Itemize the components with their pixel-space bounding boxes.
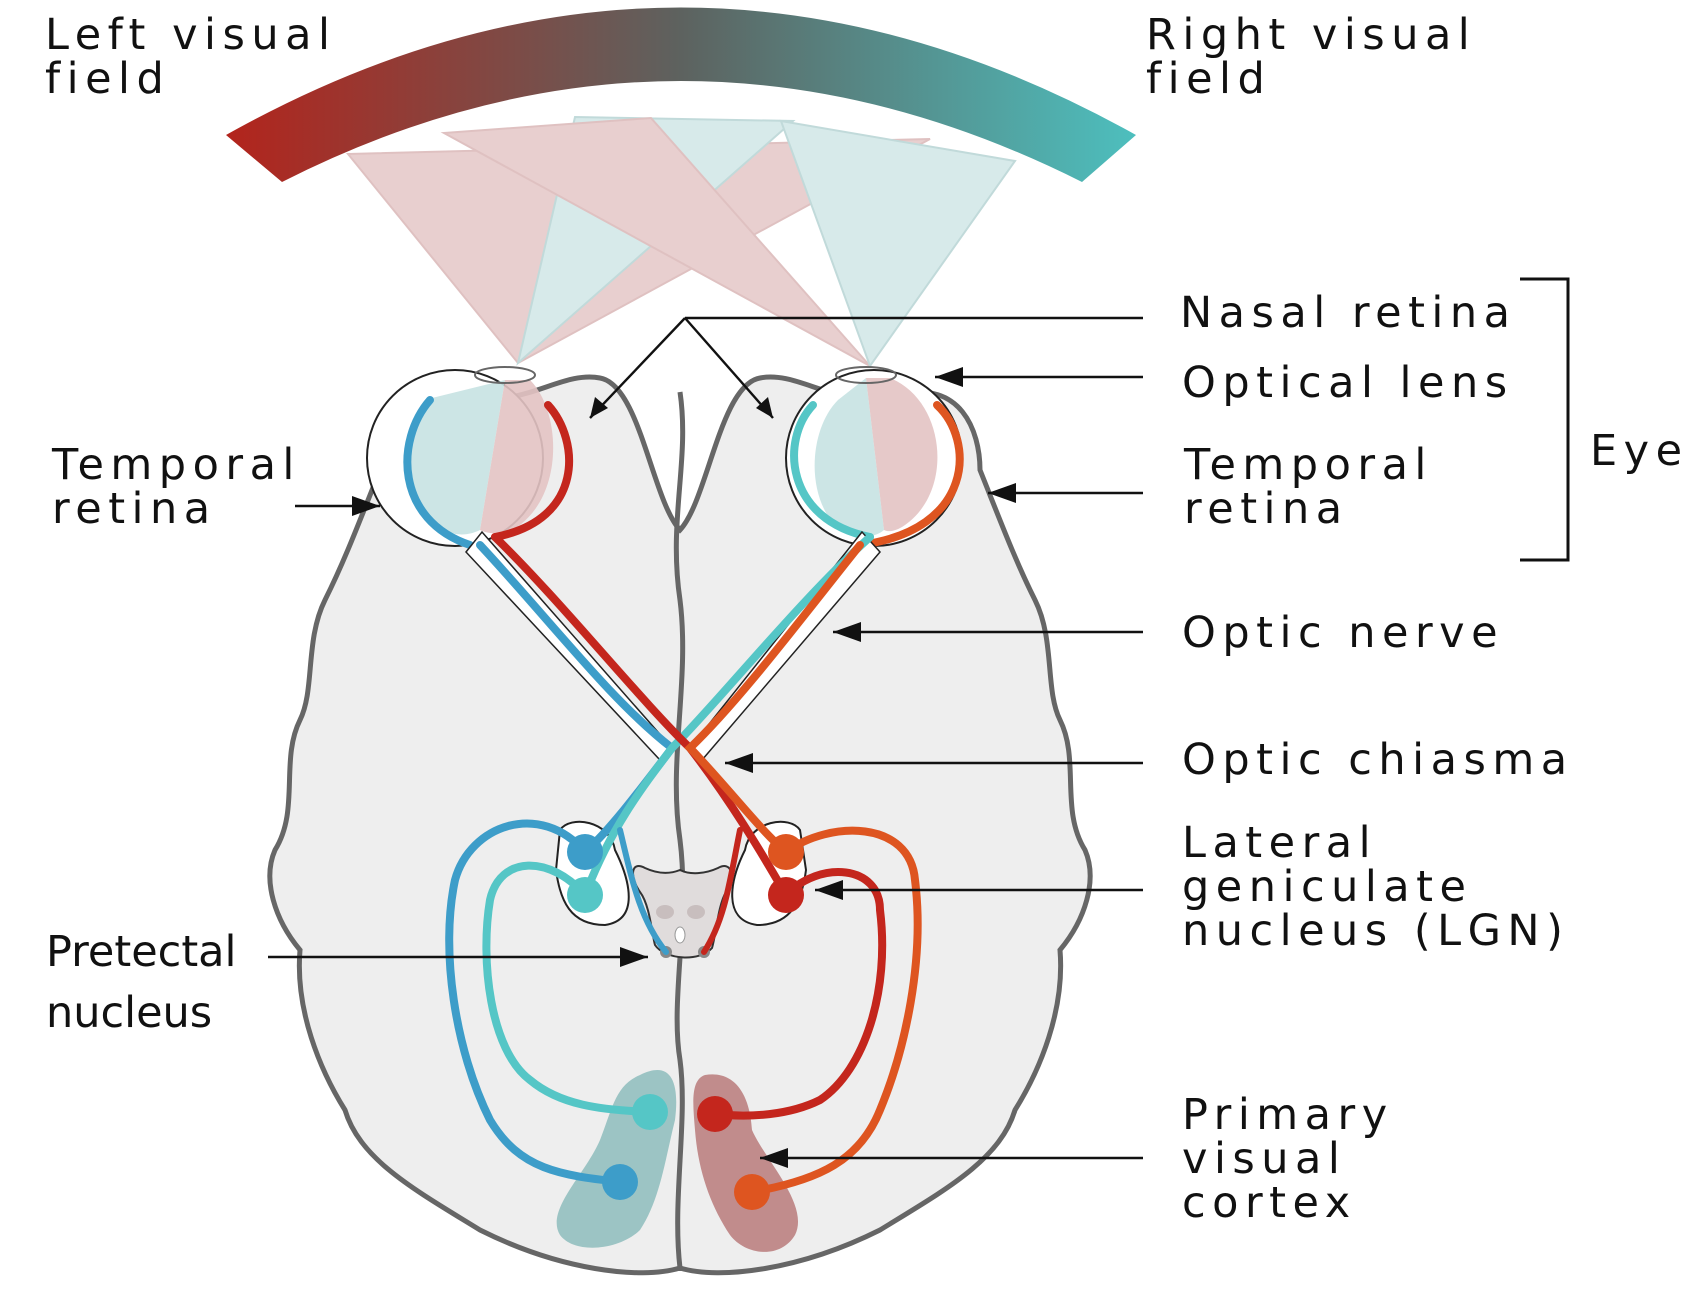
optic-nerve-arrowhead <box>833 622 861 642</box>
eye-line-1: Eye <box>1590 426 1689 476</box>
temporal-retina-right-label: Temporal retina <box>1183 440 1453 534</box>
nasal-retina-arrow-right <box>684 317 774 419</box>
lgn-node-red <box>768 877 804 913</box>
right-visual-field-line-1: Right visual <box>1146 10 1476 60</box>
left-eye-red-retina <box>491 401 574 541</box>
right-eye-teal-half <box>814 378 884 537</box>
optical-lens-line-1: Optical lens <box>1182 358 1514 408</box>
temporal-retina-right-line-1: Temporal <box>1183 440 1433 490</box>
temporal-retina-left-line-1: Temporal <box>51 440 301 490</box>
eye-bracket <box>1520 277 1570 562</box>
pretectal-nucleus-label: Pretectal nucleus <box>46 927 250 1038</box>
optic-nerve-line-1: Optic nerve <box>1182 608 1504 658</box>
nerve-pathways <box>445 533 922 1196</box>
primary-visual-cortex-line-1: Primary <box>1182 1090 1394 1140</box>
nasal-right-arrowhead <box>756 397 773 418</box>
lgn-node-cyan <box>567 877 603 913</box>
arrow-heads <box>352 367 1016 1168</box>
left-visual-field-line-2: field <box>45 54 170 104</box>
temporal-retina-left-line-2: retina <box>52 484 217 534</box>
red-pathway <box>491 533 887 1120</box>
cone-right-eye-teal <box>779 119 1017 369</box>
blue-pretectal-branch <box>617 827 669 955</box>
cortex-node-cyan <box>632 1094 668 1130</box>
pretectal-nucleus-line-2: nucleus <box>46 988 212 1038</box>
nasal-left-arrowhead <box>590 397 608 418</box>
visual-field-arc <box>226 7 1136 182</box>
optic-chiasma-label: Optic chiasma <box>1182 735 1574 785</box>
lgn-arrowhead <box>815 880 843 900</box>
left-eye <box>366 366 574 549</box>
left-eye-red-half <box>480 380 554 534</box>
right-visual-field-label: Right visual field <box>1146 10 1496 104</box>
nasal-retina-line-1: Nasal retina <box>1180 288 1516 338</box>
left-eye-teal-half <box>409 380 505 535</box>
pretectal-nucleus-line-1: Pretectal <box>46 927 236 977</box>
nasal-retina-label: Nasal retina <box>1180 288 1516 338</box>
lgn-line-1: Lateral <box>1182 818 1377 868</box>
left-eye-blue-retina <box>403 396 474 549</box>
temporal-left-arrowhead <box>352 496 380 516</box>
text-labels: Left visual field Right visual field Nas… <box>45 10 1689 1228</box>
left-optical-lens <box>474 366 536 384</box>
right-eye <box>785 366 964 549</box>
visual-cortex-arrowhead <box>760 1148 788 1168</box>
lgn-node-blue <box>567 834 603 870</box>
brain-midline <box>673 391 686 1269</box>
eye-label: Eye <box>1590 426 1689 476</box>
cone-right-eye-red <box>440 116 871 367</box>
optic-chiasma-arrowhead <box>725 753 753 773</box>
cortex-node-red <box>697 1096 733 1132</box>
lgn-line-3: nucleus (LGN) <box>1182 906 1569 956</box>
pretectal-inner-left <box>656 905 674 919</box>
right-eye-orange-retina <box>856 401 964 549</box>
pretectal-arrowhead <box>620 947 648 967</box>
primary-visual-cortex-line-3: cortex <box>1182 1178 1357 1228</box>
optical-lens-label: Optical lens <box>1182 358 1514 408</box>
optical-lens-arrowhead <box>935 367 963 387</box>
optic-nerve-label: Optic nerve <box>1182 608 1504 658</box>
right-eye-red-half <box>866 378 938 532</box>
primary-visual-cortex-label: Primary visual cortex <box>1182 1090 1414 1228</box>
cortex-node-blue <box>602 1164 638 1200</box>
left-visual-field-label: Left visual field <box>45 10 357 104</box>
temporal-retina-right-line-2: retina <box>1184 484 1349 534</box>
orange-pathway <box>684 541 922 1196</box>
cortex-node-orange <box>734 1174 770 1210</box>
red-pretectal-branch <box>701 827 743 955</box>
right-visual-field-line-2: field <box>1146 54 1271 104</box>
optic-chiasma-line-1: Optic chiasma <box>1182 735 1574 785</box>
temporal-retina-left-label: Temporal retina <box>51 440 321 534</box>
nasal-retina-arrow-left <box>589 317 686 419</box>
blue-pathway <box>445 541 678 1186</box>
lgn-node-orange <box>768 834 804 870</box>
label-arrows <box>268 277 1570 1160</box>
primary-visual-cortex-line-2: visual <box>1182 1134 1346 1184</box>
lgn-label: Lateral geniculate nucleus (LGN) <box>1182 818 1569 956</box>
pretectal-inner-right <box>687 905 705 919</box>
right-eye-cyan-retina <box>790 401 874 541</box>
left-visual-field-line-1: Left visual <box>45 10 336 60</box>
lgn-line-2: geniculate <box>1182 862 1472 912</box>
right-optical-lens <box>835 366 897 384</box>
temporal-right-arrowhead <box>988 483 1016 503</box>
vision-cones <box>345 115 1017 369</box>
pretectal-center <box>674 926 686 944</box>
